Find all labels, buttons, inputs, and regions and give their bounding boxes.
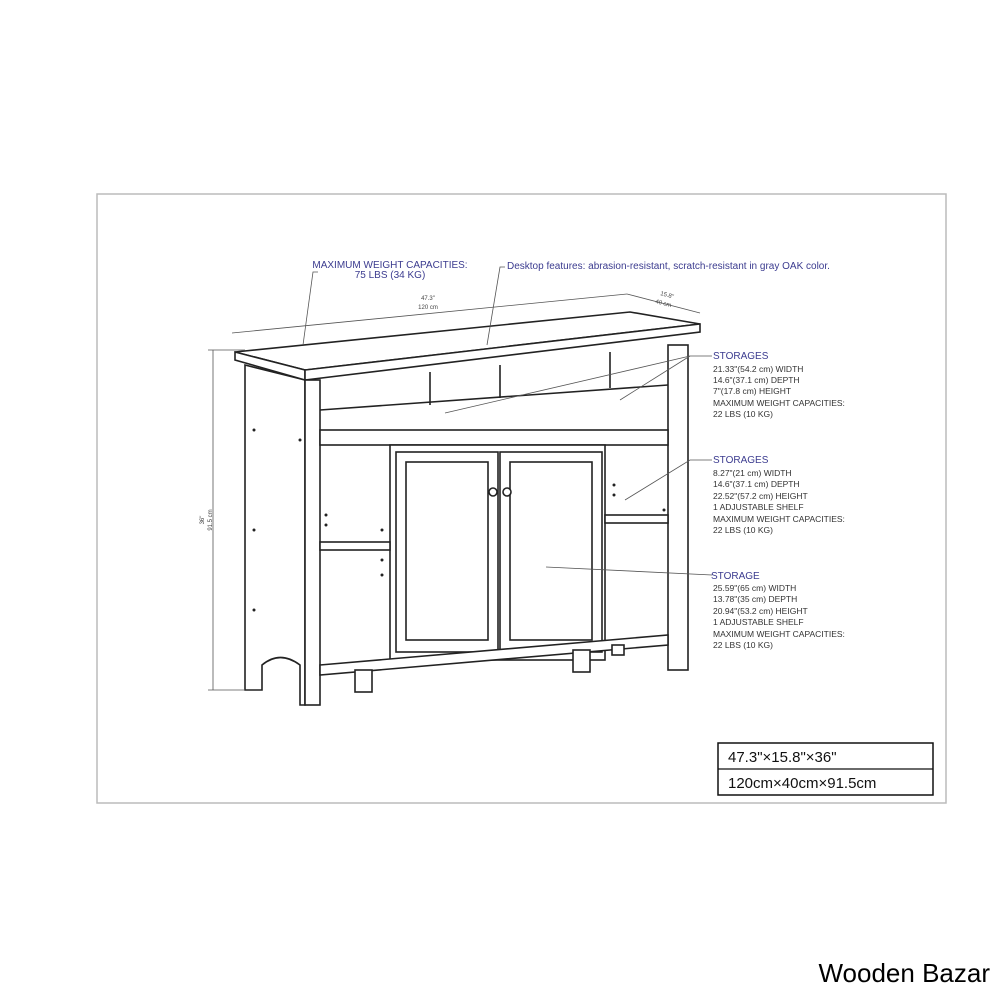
top-weight-label: MAXIMUM WEIGHT CAPACITIES: xyxy=(312,260,467,271)
right-door xyxy=(499,451,603,653)
svg-text:MAXIMUM WEIGHT CAPACITIES:: MAXIMUM WEIGHT CAPACITIES: xyxy=(713,398,845,408)
depth-cm: 40 cm xyxy=(654,299,671,309)
svg-text:STORAGES: STORAGES xyxy=(713,351,769,362)
svg-text:21.33"(54.2 cm) WIDTH: 21.33"(54.2 cm) WIDTH xyxy=(713,364,803,374)
width-cm: 120 cm xyxy=(418,305,438,311)
desktop-note: Desktop features: abrasion-resistant, sc… xyxy=(507,261,830,272)
left-front-post xyxy=(304,379,321,706)
svg-text:MAXIMUM WEIGHT CAPACITIES:: MAXIMUM WEIGHT CAPACITIES: xyxy=(713,629,845,639)
svg-text:22.52"(57.2 cm) HEIGHT: 22.52"(57.2 cm) HEIGHT xyxy=(713,491,808,501)
dimension-imperial: 47.3"×15.8"×36" xyxy=(728,749,837,766)
leg xyxy=(611,644,625,656)
storage-spec-cabinet: STORAGE 25.59"(65 cm) WIDTH 13.78"(35 cm… xyxy=(711,571,845,650)
dimension-box: 47.3"×15.8"×36" 120cm×40cm×91.5cm xyxy=(717,742,934,796)
brand-watermark: Wooden Bazar xyxy=(818,958,990,988)
left-knob xyxy=(488,487,498,497)
right-front-post xyxy=(667,344,689,671)
right-adjustable-shelf xyxy=(604,514,669,524)
leg xyxy=(354,669,373,693)
height-in: 36" xyxy=(200,516,206,525)
svg-text:25.59"(65 cm) WIDTH: 25.59"(65 cm) WIDTH xyxy=(713,583,796,593)
svg-text:20.94"(53.2 cm) HEIGHT: 20.94"(53.2 cm) HEIGHT xyxy=(713,606,808,616)
storage-spec-upper: STORAGES 21.33"(54.2 cm) WIDTH 14.6"(37.… xyxy=(713,351,845,419)
svg-text:14.6"(37.1 cm) DEPTH: 14.6"(37.1 cm) DEPTH xyxy=(713,479,800,489)
depth-in: 15.8" xyxy=(659,291,674,300)
svg-text:14.6"(37.1 cm) DEPTH: 14.6"(37.1 cm) DEPTH xyxy=(713,375,800,385)
dimension-lines xyxy=(208,266,713,691)
top-weight-value: 75 LBS (34 KG) xyxy=(355,270,426,281)
left-side-panel xyxy=(244,363,306,706)
svg-text:22 LBS (10 KG): 22 LBS (10 KG) xyxy=(713,640,773,650)
svg-text:22 LBS (10 KG): 22 LBS (10 KG) xyxy=(713,409,773,419)
svg-text:STORAGES: STORAGES xyxy=(713,455,769,466)
width-in: 47.3" xyxy=(421,296,435,302)
svg-text:13.78"(35 cm) DEPTH: 13.78"(35 cm) DEPTH xyxy=(713,594,797,604)
left-adjustable-shelf xyxy=(319,541,391,551)
dimension-metric: 120cm×40cm×91.5cm xyxy=(728,775,876,792)
storage-spec-side: STORAGES 8.27"(21 cm) WIDTH 14.6"(37.1 c… xyxy=(713,455,845,535)
svg-text:MAXIMUM WEIGHT CAPACITIES:: MAXIMUM WEIGHT CAPACITIES: xyxy=(713,514,845,524)
left-door xyxy=(395,451,499,653)
cabinet-drawing xyxy=(234,311,701,706)
svg-text:1 ADJUSTABLE SHELF: 1 ADJUSTABLE SHELF xyxy=(713,617,804,627)
svg-text:STORAGE: STORAGE xyxy=(711,571,760,582)
svg-text:22 LBS (10 KG): 22 LBS (10 KG) xyxy=(713,525,773,535)
leg xyxy=(572,649,591,673)
diagram-frame xyxy=(96,193,947,804)
height-cm: 91.5 cm xyxy=(208,509,214,530)
svg-text:8.27"(21 cm) WIDTH: 8.27"(21 cm) WIDTH xyxy=(713,468,792,478)
svg-text:7"(17.8 cm) HEIGHT: 7"(17.8 cm) HEIGHT xyxy=(713,386,791,396)
svg-text:1 ADJUSTABLE SHELF: 1 ADJUSTABLE SHELF xyxy=(713,502,804,512)
right-knob xyxy=(502,487,512,497)
